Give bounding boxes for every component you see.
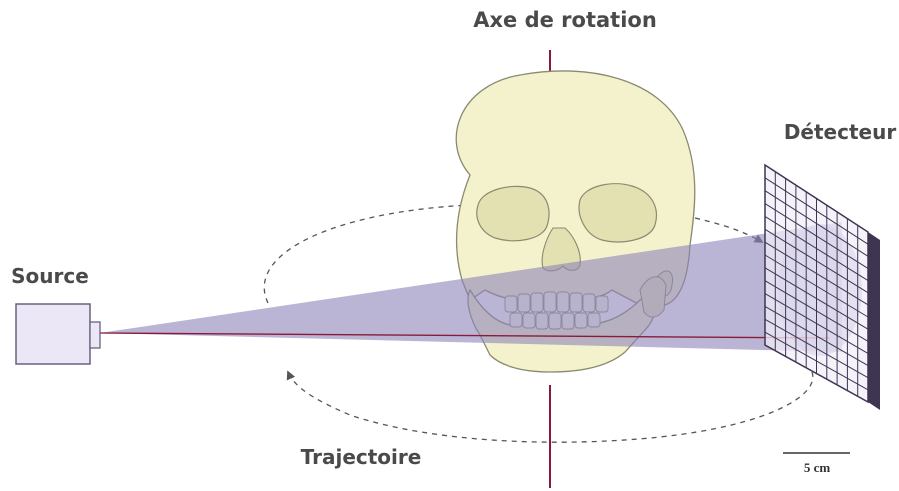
eye-socket-right: [579, 184, 656, 242]
detector-panel-icon: [765, 165, 880, 410]
scale-label: 5 cm: [804, 460, 831, 475]
eye-socket-left: [477, 186, 549, 240]
detector-label: Détecteur: [784, 120, 897, 144]
axis-label: Axe de rotation: [473, 8, 657, 32]
source-box-icon: [16, 304, 100, 364]
source-label: Source: [11, 264, 89, 288]
trajectory-label: Trajectoire: [301, 445, 422, 469]
